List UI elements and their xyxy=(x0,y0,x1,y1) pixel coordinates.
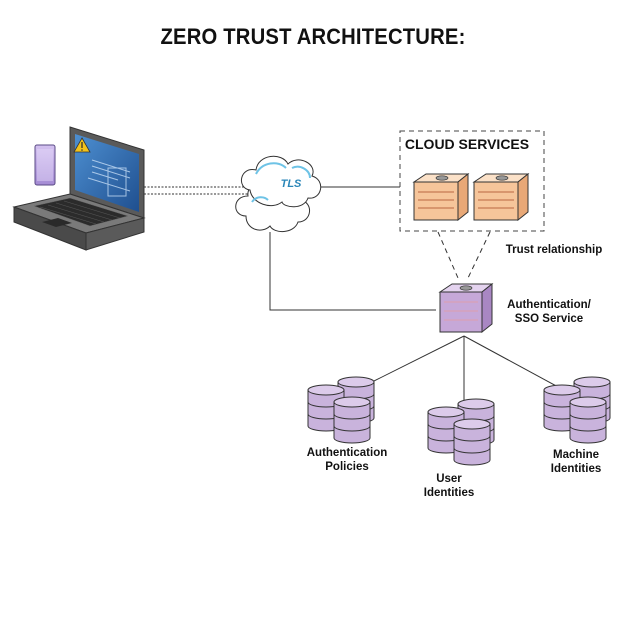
database-icon-policies xyxy=(307,376,375,444)
diagram-title: ZERO TRUST ARCHITECTURE: xyxy=(160,24,466,49)
auth-service-label-line2: SSO Service xyxy=(514,313,584,325)
auth-server-icon xyxy=(438,282,494,334)
db-label-policies-line2: Policies xyxy=(325,461,369,473)
server-icon-1 xyxy=(412,172,470,222)
cloud-icon xyxy=(235,155,322,232)
auth-service-label: Authentication/ SSO Service xyxy=(494,298,604,326)
db-label-users: User Identities xyxy=(404,472,494,500)
trust-line-left xyxy=(437,231,459,279)
trust-line-right xyxy=(467,231,491,279)
cloud-services-box xyxy=(399,130,545,232)
auth-to-machines-line xyxy=(463,335,561,389)
warning-icon xyxy=(73,137,91,153)
db-label-machines-line1: Machine xyxy=(552,449,599,461)
db-label-machines: Machine Identities xyxy=(524,448,626,476)
db-label-users-line1: User xyxy=(436,473,462,485)
databases-layer xyxy=(307,376,611,466)
database-icon-users xyxy=(427,398,495,466)
cloud-accent xyxy=(251,162,311,203)
phone-icon xyxy=(34,144,56,186)
auth-service-label-line1: Authentication/ xyxy=(507,299,591,311)
database-icon-machines xyxy=(543,376,611,444)
tls-label: TLS xyxy=(281,178,302,190)
db-label-users-line2: Identities xyxy=(423,487,475,499)
db-label-policies: Authentication Policies xyxy=(292,446,402,474)
trust-relationship-label: Trust relationship xyxy=(505,244,603,256)
tls-to-auth-line xyxy=(269,232,436,311)
auth-to-policies-line xyxy=(371,335,465,383)
db-label-policies-line1: Authentication xyxy=(306,447,388,459)
server-icon-2 xyxy=(472,172,530,222)
cloud-services-label: CLOUD SERVICES xyxy=(404,136,530,152)
db-label-machines-line2: Identities xyxy=(550,463,602,475)
connectors xyxy=(144,186,561,400)
